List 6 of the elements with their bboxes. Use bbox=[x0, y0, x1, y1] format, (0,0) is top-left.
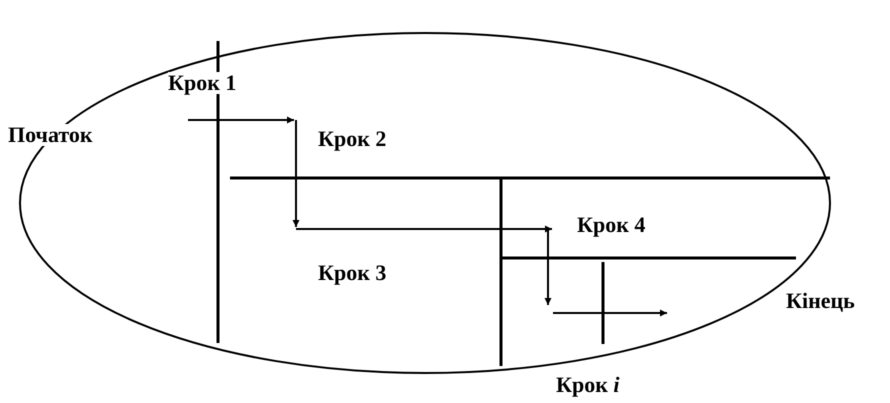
step-label: Початок bbox=[8, 124, 93, 146]
step-label: Крок 2 bbox=[318, 128, 386, 150]
step-label: Крок 3 bbox=[318, 262, 386, 284]
step-label: Крок 1 bbox=[168, 72, 236, 94]
step-label: Крок i bbox=[556, 374, 620, 396]
step-label: Кінець bbox=[786, 290, 855, 312]
